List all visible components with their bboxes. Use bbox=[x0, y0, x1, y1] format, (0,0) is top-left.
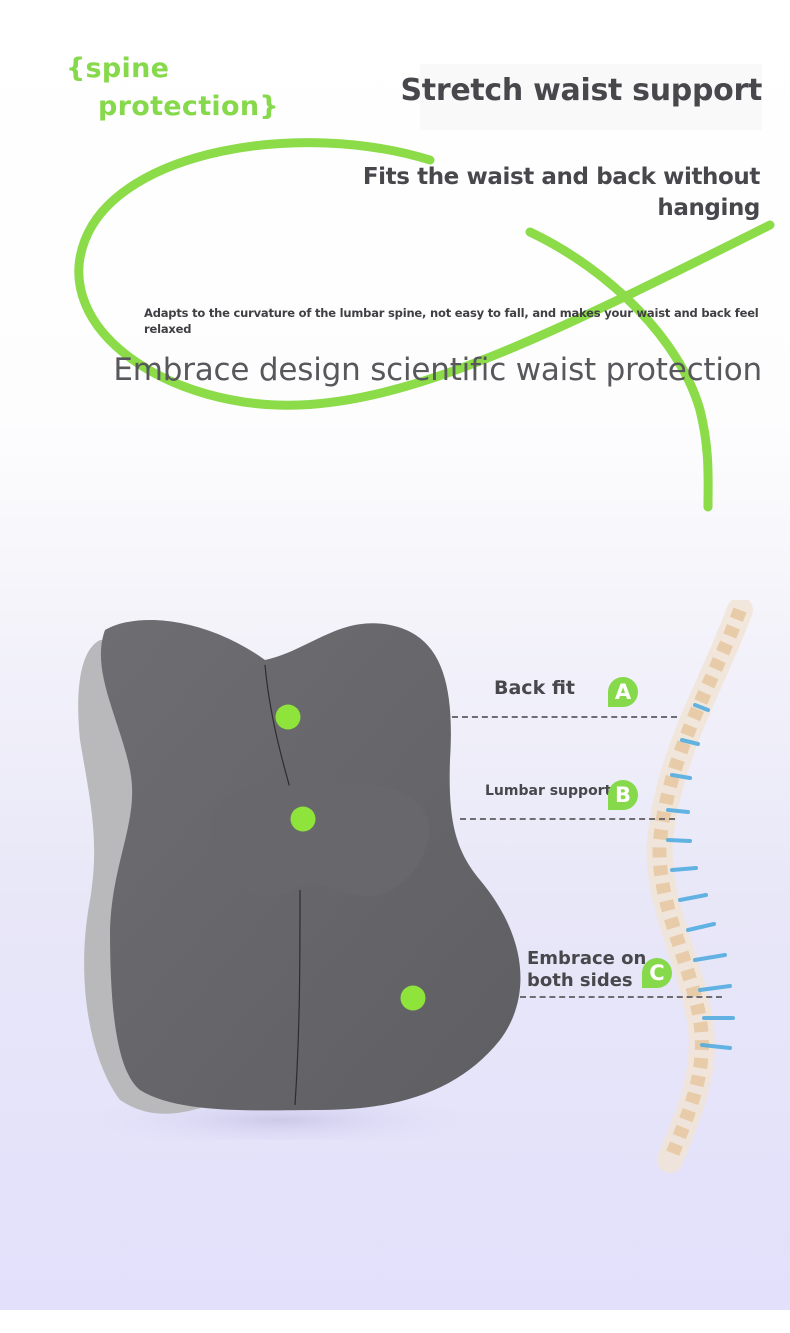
green-swoosh-decoration bbox=[74, 138, 775, 512]
bottom-margin bbox=[0, 1310, 790, 1333]
description: Adapts to the curvature of the lumbar sp… bbox=[144, 306, 759, 336]
callout-line-c bbox=[520, 996, 722, 998]
headline: Embrace design scientific waist protecti… bbox=[113, 352, 762, 388]
callout-line-b bbox=[460, 818, 675, 820]
feature-label-line-1: Embrace on bbox=[527, 948, 647, 969]
feature-label-embrace-sides: Embrace on both sides bbox=[527, 948, 646, 992]
lumbar-cushion-image bbox=[78, 620, 521, 1140]
spine-protection-tag: {spine protection} bbox=[66, 50, 279, 126]
badge-c: C bbox=[642, 958, 672, 988]
tag-line-2: protection} bbox=[98, 91, 279, 122]
page-title: Stretch waist support bbox=[400, 73, 762, 108]
feature-label-lumbar-support: Lumbar support bbox=[485, 783, 612, 799]
badge-b: B bbox=[608, 780, 638, 810]
feature-label-line-2: both sides bbox=[527, 970, 633, 991]
badge-a: A bbox=[608, 677, 638, 707]
feature-label-back-fit: Back fit bbox=[494, 677, 575, 699]
spine-illustration bbox=[646, 600, 753, 1173]
callout-line-a bbox=[452, 716, 677, 718]
title-backdrop bbox=[420, 64, 762, 130]
subtitle: Fits the waist and back without hanging bbox=[362, 164, 761, 221]
tag-line-1: {spine bbox=[66, 53, 170, 84]
